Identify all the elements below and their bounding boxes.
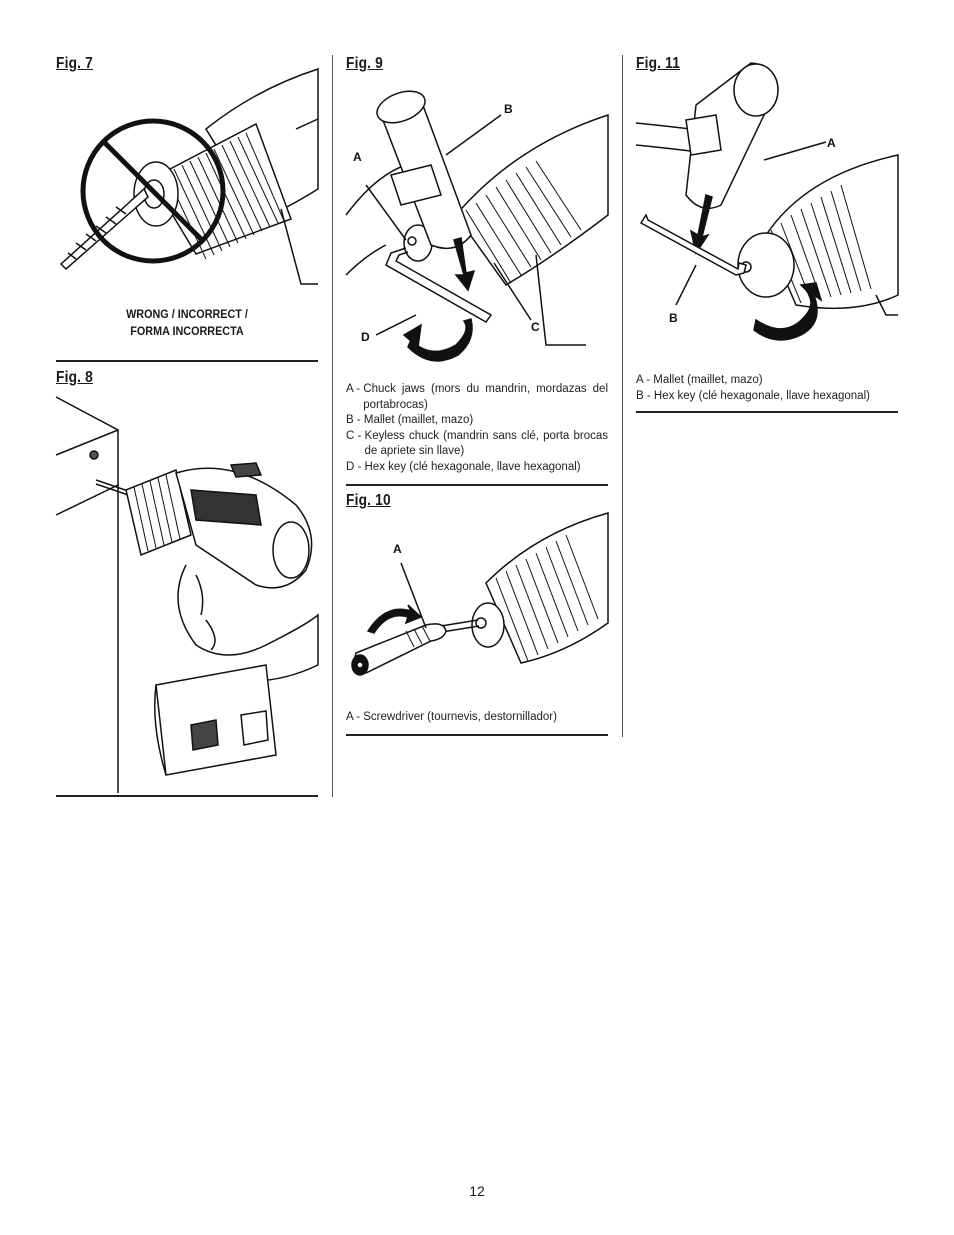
fig9-callout-a: A <box>353 150 362 164</box>
fig9-callout-d: D <box>361 330 370 344</box>
legend-item: B - Mallet (maillet, mazo) <box>346 414 474 426</box>
fig10-callout-a: A <box>393 542 402 556</box>
fig9-bottom-rule <box>346 484 608 486</box>
legend-item: A - Mallet (maillet, mazo) <box>636 374 763 386</box>
fig11-illustration: A B <box>635 62 899 341</box>
fig7-title: Fig. 7 <box>56 55 93 72</box>
legend-item: A - Screwdriver (tournevis, destornillad… <box>346 711 557 723</box>
fig7-caption-line2: FORMA INCORRECTA <box>130 324 244 338</box>
column-divider-2 <box>622 55 623 737</box>
column-divider-1 <box>332 55 333 797</box>
fig7-illustration <box>59 67 319 285</box>
legend-item: B - Hex key (clé hexagonale, llave hexag… <box>636 389 870 402</box>
fig11-bottom-rule <box>636 411 898 413</box>
fig10-legend: A - Screwdriver (tournevis, destornillad… <box>346 710 608 726</box>
legend-item: C - Keyless chuck (mandrin sans clé, por… <box>346 429 608 458</box>
column-right: Fig. 11 <box>635 55 899 425</box>
fig7-caption-line1: WRONG / INCORRECT / <box>126 307 248 321</box>
fig8-bottom-rule <box>56 795 318 797</box>
fig8-title: Fig. 8 <box>56 369 93 386</box>
fig10-title: Fig. 10 <box>346 492 391 509</box>
legend-item: D - Hex key (clé hexagonale, llave hexag… <box>346 460 581 473</box>
fig11-title: Fig. 11 <box>636 55 681 72</box>
fig11-callout-a: A <box>827 136 836 150</box>
fig10-illustration: A <box>351 512 609 676</box>
column-middle: Fig. 9 <box>345 55 609 755</box>
column-left: Fig. 7 WRONG / INCORRECT / FOR <box>55 55 319 805</box>
fig7-bottom-rule <box>56 360 318 362</box>
fig9-callout-c: C <box>531 320 540 334</box>
page-number: 12 <box>469 1183 485 1199</box>
fig11-legend: A - Mallet (maillet, mazo) B - Hex key (… <box>636 373 898 404</box>
fig9-callout-b: B <box>504 102 513 116</box>
fig10-bottom-rule <box>346 734 608 736</box>
fig7-caption: WRONG / INCORRECT / FORMA INCORRECTA <box>69 306 305 340</box>
fig8-illustration <box>55 396 319 793</box>
fig11-callout-b: B <box>669 311 678 325</box>
fig9-title: Fig. 9 <box>346 55 383 72</box>
legend-item: A - Chuck jaws (mors du mandrin, mordaza… <box>346 383 608 411</box>
fig9-legend: A - Chuck jaws (mors du mandrin, mordaza… <box>346 382 608 475</box>
fig9-illustration: B A C D <box>345 90 609 362</box>
